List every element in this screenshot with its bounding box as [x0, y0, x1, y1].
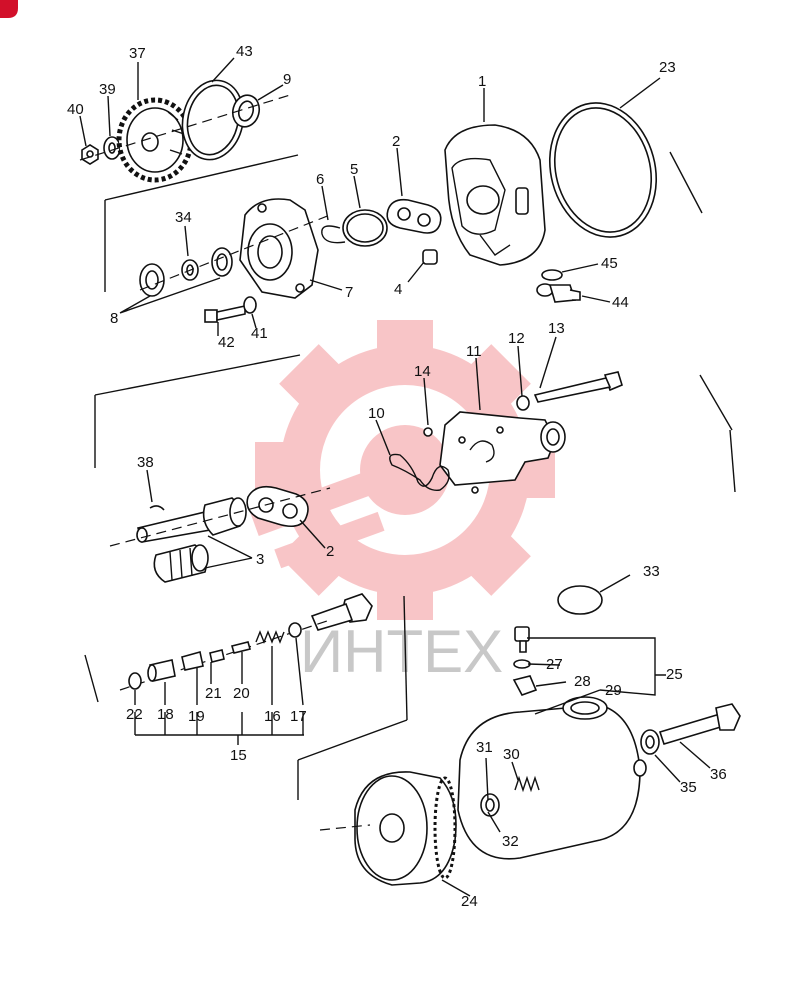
- part-seal-8b: [211, 247, 233, 277]
- part-gasket-23: [548, 102, 658, 238]
- label-25: 25: [666, 666, 683, 683]
- callout-labels: 1 23 37 43 9 39 40 2 5 6 34 8 7 42 41 4 …: [67, 43, 727, 910]
- label-22: 22: [126, 706, 143, 723]
- part-washer-39: [103, 136, 121, 160]
- label-31: 31: [476, 739, 493, 756]
- label-36: 36: [710, 766, 727, 783]
- group-outlines: [84, 151, 736, 800]
- part-seal-8a: [139, 263, 165, 297]
- label-29: 29: [605, 682, 622, 699]
- label-18: 18: [157, 706, 174, 723]
- part-pin-20: [231, 641, 251, 654]
- label-44: 44: [612, 294, 629, 311]
- label-42: 42: [218, 334, 235, 351]
- label-17: 17: [290, 708, 307, 725]
- label-41: 41: [251, 325, 268, 342]
- part-sleeve-18: [147, 659, 176, 682]
- label-43: 43: [236, 43, 253, 60]
- label-12: 12: [508, 330, 525, 347]
- part-plug-15-bolt: [310, 593, 373, 631]
- label-27: 27: [546, 656, 563, 673]
- part-fitting-28: [512, 675, 538, 696]
- label-20: 20: [233, 685, 250, 702]
- part-oring-43: [181, 79, 245, 161]
- part-ring-17: [288, 622, 302, 638]
- label-4: 4: [394, 281, 402, 298]
- part-filter-24: [354, 771, 457, 886]
- part-cap-33: [557, 585, 603, 615]
- part-spring-16: [255, 630, 285, 644]
- label-3: 3: [256, 551, 264, 568]
- leader-lines: [79, 57, 711, 897]
- label-35: 35: [680, 779, 697, 796]
- label-37: 37: [129, 45, 146, 62]
- label-30: 30: [503, 746, 520, 763]
- label-40: 40: [67, 101, 84, 118]
- part-nut-40: [81, 144, 99, 165]
- part-washer-41: [243, 296, 257, 314]
- label-14: 14: [414, 363, 431, 380]
- part-housing-1: [444, 124, 546, 266]
- label-24: 24: [461, 893, 478, 910]
- label-39: 39: [99, 81, 116, 98]
- label-38: 38: [137, 454, 154, 471]
- part-clip-6: [321, 225, 346, 244]
- label-10: 10: [368, 405, 385, 422]
- label-9: 9: [283, 71, 291, 88]
- label-21: 21: [205, 685, 222, 702]
- label-2-top: 2: [392, 133, 400, 150]
- part-shaft-3: [136, 497, 247, 543]
- label-19: 19: [188, 708, 205, 725]
- label-2-mid: 2: [326, 543, 334, 560]
- label-33: 33: [643, 563, 660, 580]
- part-pin-21: [209, 649, 225, 663]
- part-washer-35: [640, 729, 660, 755]
- part-spool-19: [181, 651, 204, 671]
- label-16: 16: [264, 708, 281, 725]
- label-15: 15: [230, 747, 247, 764]
- part-cover-7: [239, 198, 319, 299]
- corner-badge: [0, 0, 18, 18]
- part-gear-37: [116, 97, 194, 183]
- label-32: 32: [502, 833, 519, 850]
- watermark-text: ИНТЕХ: [300, 618, 503, 685]
- part-pin-4: [422, 249, 438, 265]
- part-pin-14: [423, 427, 433, 437]
- label-45: 45: [601, 255, 618, 272]
- part-seal-9: [231, 94, 261, 128]
- part-washer-12: [516, 395, 530, 411]
- part-reservoir: [457, 696, 647, 860]
- label-28: 28: [574, 673, 591, 690]
- part-seal-45: [541, 269, 563, 281]
- part-seal-10: [389, 453, 450, 491]
- label-23: 23: [659, 59, 676, 76]
- part-bolt-36: [658, 703, 741, 745]
- label-7: 7: [345, 284, 353, 301]
- part-fitting-44: [536, 283, 581, 303]
- part-key-38: [149, 505, 165, 511]
- label-13: 13: [548, 320, 565, 337]
- part-plate-2-top: [386, 198, 442, 234]
- part-bolt-13: [533, 371, 623, 403]
- label-5: 5: [350, 161, 358, 178]
- label-8: 8: [110, 310, 118, 327]
- part-washer-22: [128, 672, 142, 690]
- label-11: 11: [466, 343, 482, 360]
- label-6: 6: [316, 171, 324, 188]
- part-gear-3: [153, 544, 209, 583]
- label-1: 1: [478, 73, 486, 90]
- part-screw-42: [204, 305, 246, 323]
- part-cover-11: [439, 411, 566, 494]
- part-bolt-27: [513, 626, 531, 669]
- label-34: 34: [175, 209, 192, 226]
- part-oring-5: [342, 209, 388, 247]
